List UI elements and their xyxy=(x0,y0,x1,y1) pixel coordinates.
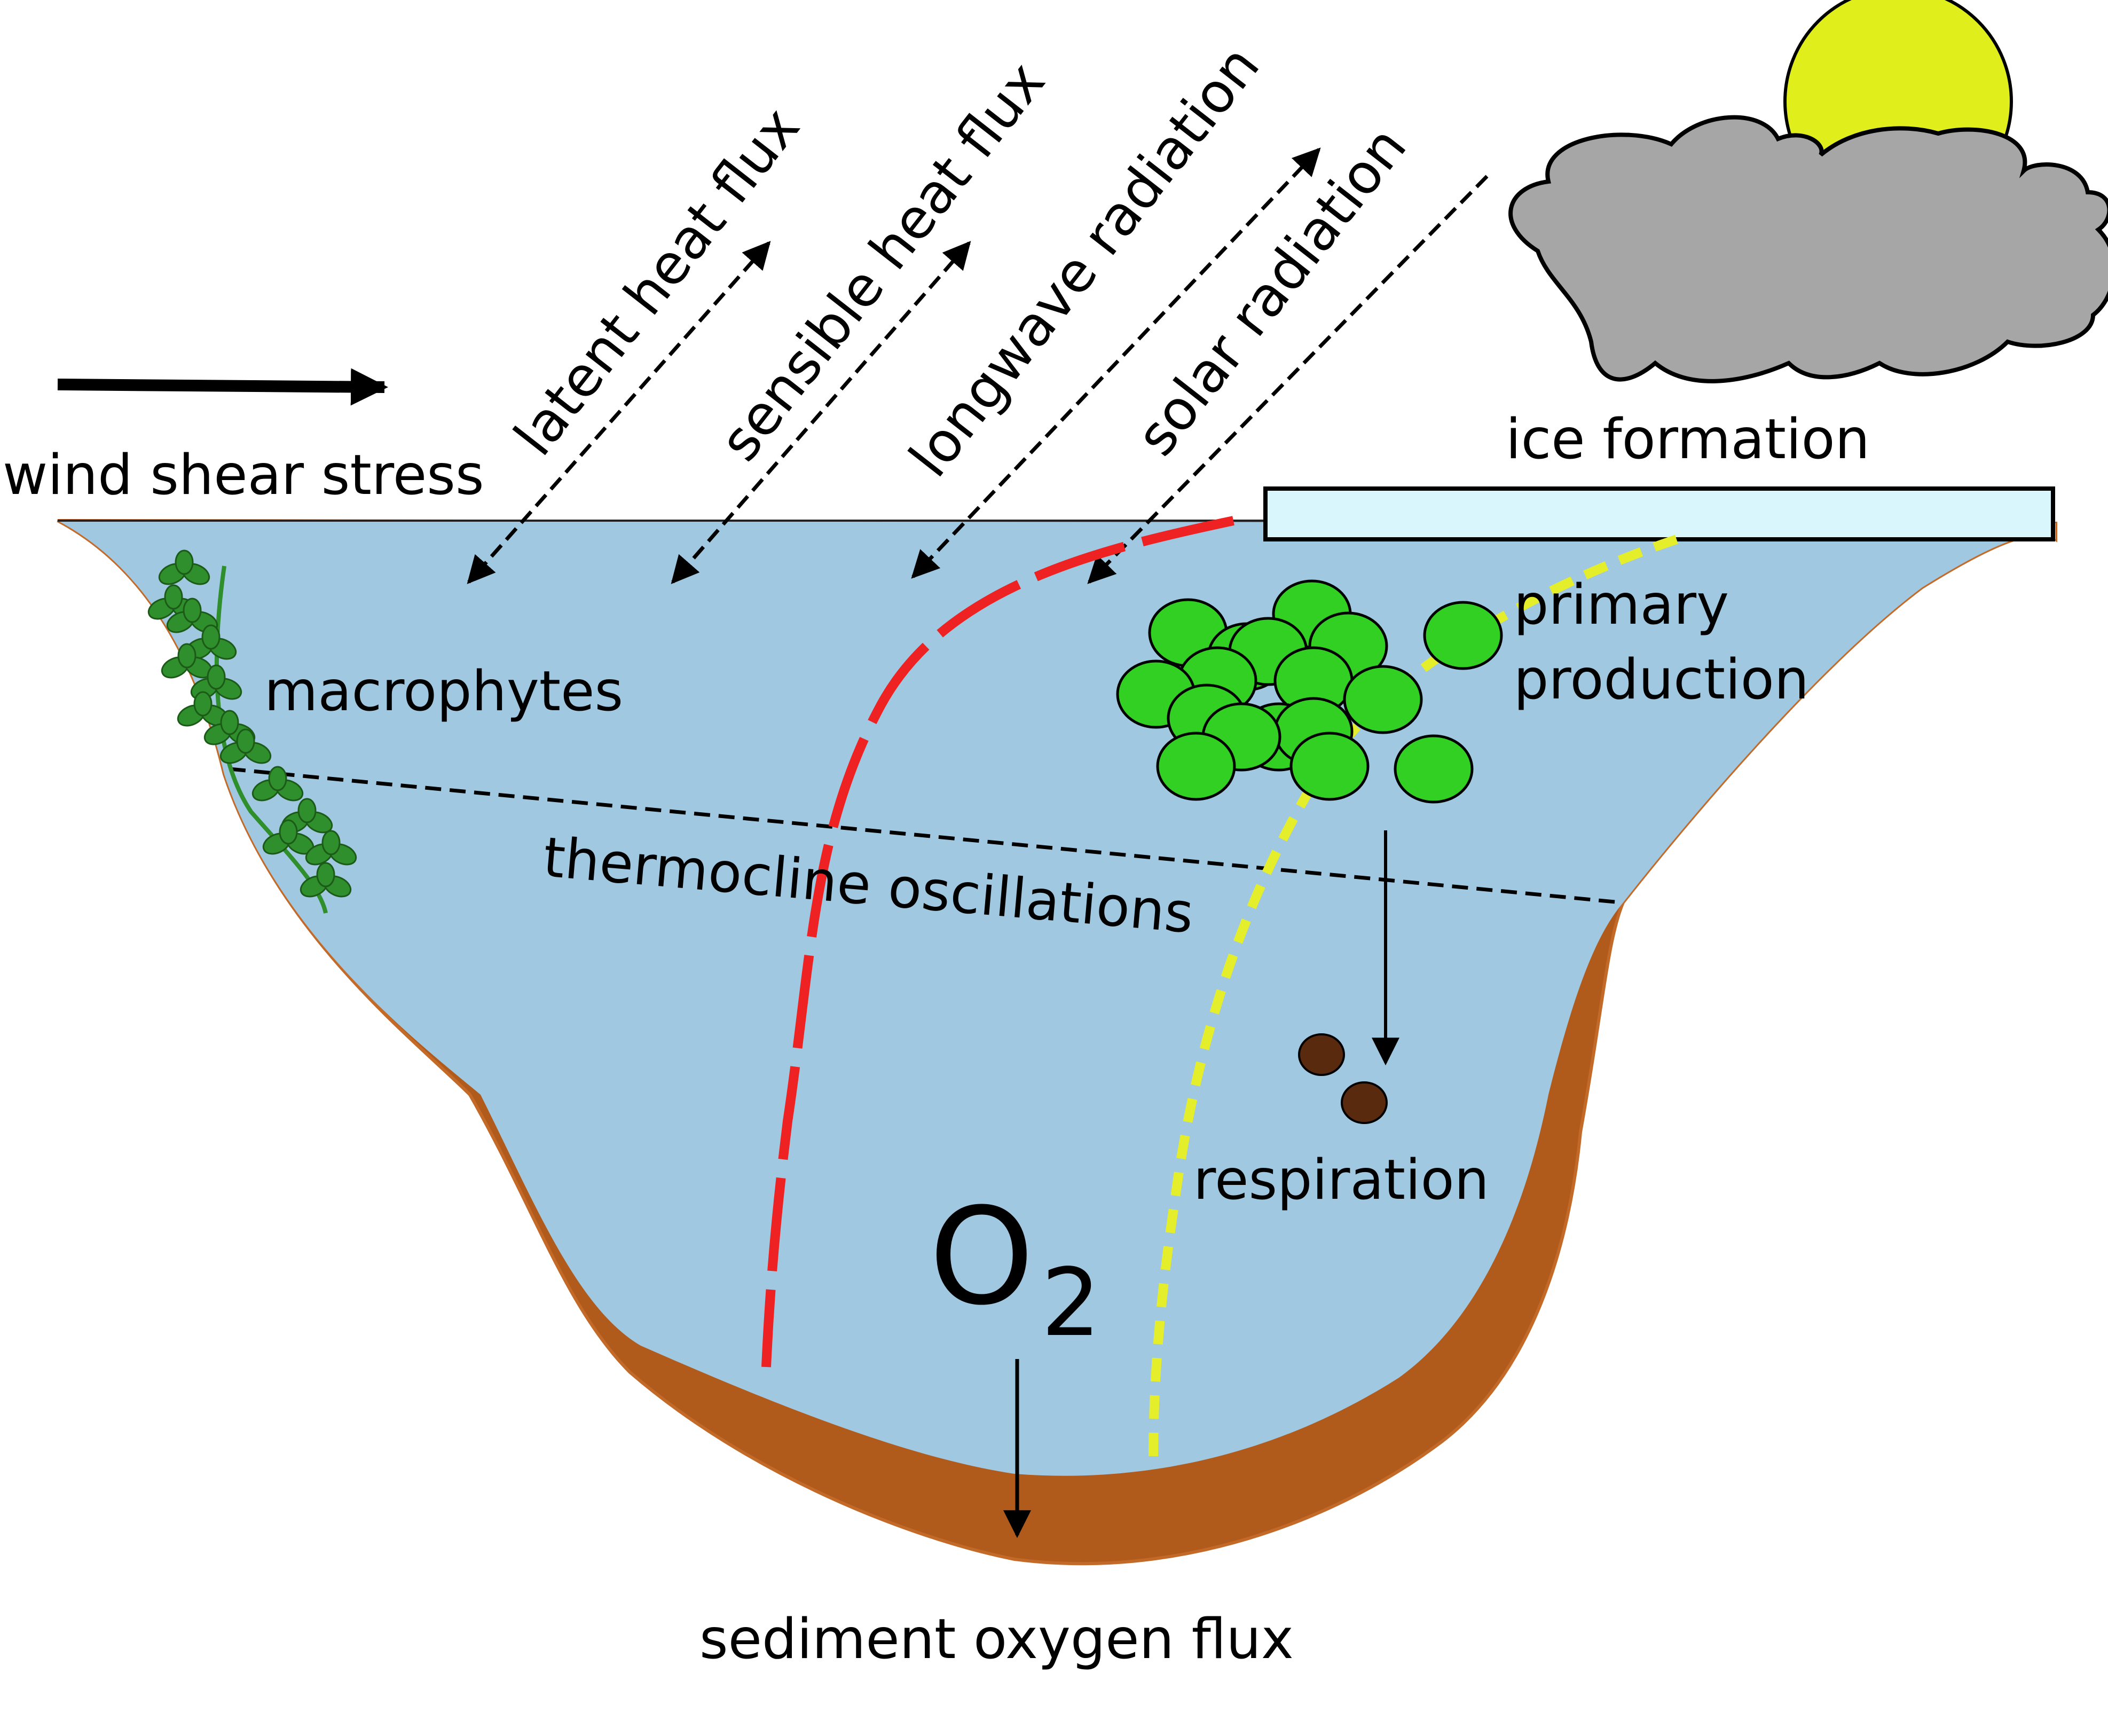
wind-shear-stress-label: wind shear stress xyxy=(3,443,484,507)
respiration-label: respiration xyxy=(1193,1148,1489,1212)
oxygen-symbol-label: O xyxy=(929,1179,1034,1334)
solar-radiation-arrow xyxy=(1087,175,1489,584)
lake-water xyxy=(58,521,2056,1476)
thermocline-line xyxy=(229,767,1621,905)
respiration-particle xyxy=(1341,1081,1388,1124)
wind-shear-arrow xyxy=(57,368,388,406)
longwave-radiation-arrow xyxy=(911,147,1321,579)
respiration-particle xyxy=(1298,1033,1345,1076)
cloud-icon xyxy=(1508,115,2108,383)
macrophytes-plants xyxy=(144,549,360,914)
primary-production-label-line2: production xyxy=(1514,648,1809,712)
oxygen-subscript-label: 2 xyxy=(1041,1249,1100,1357)
ice-sheet xyxy=(1263,486,2055,541)
temperature-profile-line xyxy=(761,516,1234,1368)
primary-production-label-line1: primary xyxy=(1514,573,1729,637)
phytoplankton-cells xyxy=(1116,579,1503,804)
ice-formation-label: ice formation xyxy=(1506,407,1870,472)
sediment-oxygen-flux-label: sediment oxygen flux xyxy=(699,1607,1294,1671)
macrophytes-label: macrophytes xyxy=(264,659,623,724)
